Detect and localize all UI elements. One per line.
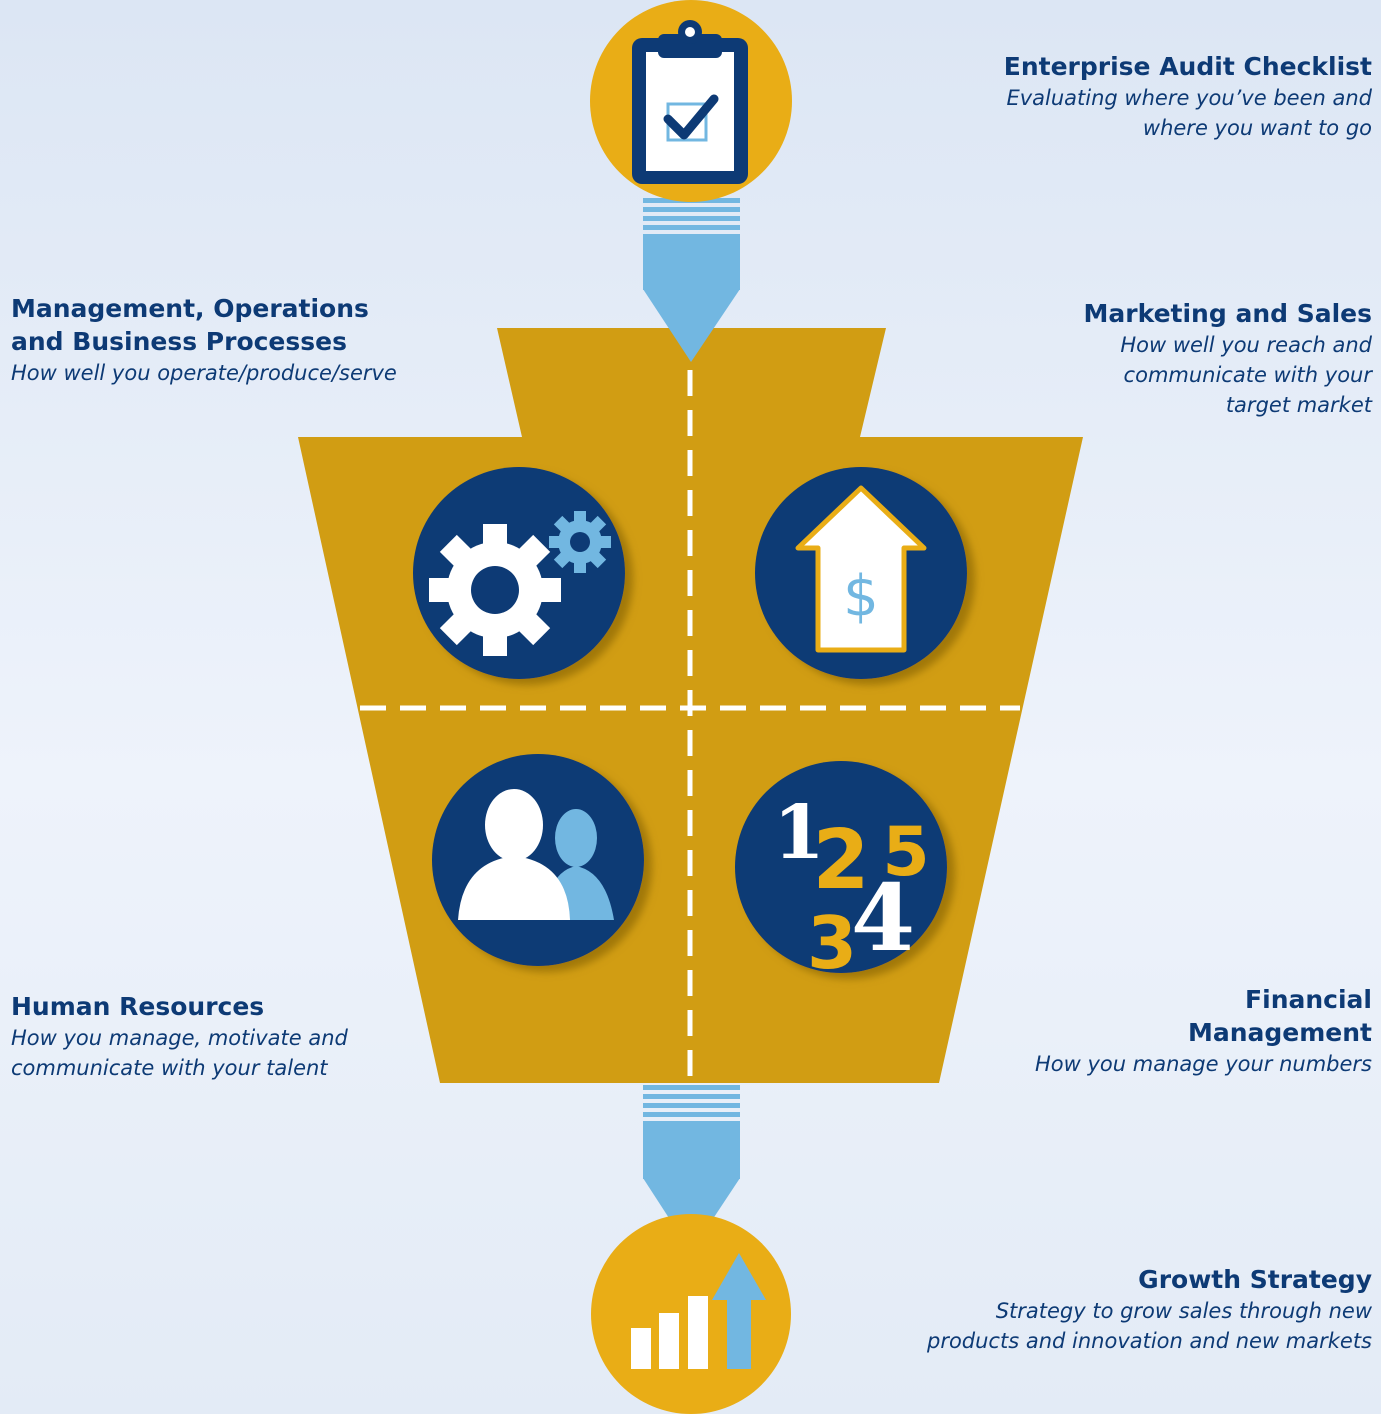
bottom-desc-line-2: products and innovation and new markets	[926, 1329, 1372, 1353]
marketing-label: Marketing and Sales How well you reach a…	[972, 297, 1372, 420]
finance-title-line-1: Financial	[1245, 985, 1372, 1014]
hr-title: Human Resources	[11, 992, 265, 1021]
marketing-desc-line-1: How well you reach and	[1120, 333, 1372, 357]
finance-label: Financial Management How you manage your…	[972, 983, 1372, 1079]
people-icon	[432, 754, 644, 966]
marketing-desc-line-3: target market	[1225, 393, 1372, 417]
top-desc-line-1: Evaluating where you’ve been and	[1006, 86, 1372, 110]
management-desc: How well you operate/produce/serve	[11, 361, 397, 385]
hr-desc-line-2: communicate with your talent	[11, 1056, 328, 1080]
numbers-icon-digit-5: 5	[882, 813, 929, 892]
management-label: Management, Operations and Business Proc…	[11, 292, 491, 388]
clipboard-check-icon	[590, 0, 792, 202]
marketing-desc-line-2: communicate with your	[1123, 363, 1372, 387]
hr-label: Human Resources How you manage, motivate…	[11, 990, 441, 1083]
numbers-icon-digit-1: 1	[773, 790, 825, 876]
bottom-desc-line-1: Strategy to grow sales through new	[995, 1299, 1372, 1323]
marketing-title: Marketing and Sales	[1083, 299, 1372, 328]
dollar-arrow-icon: $	[755, 467, 967, 679]
management-title-line-2: and Business Processes	[11, 327, 347, 356]
svg-text:$: $	[843, 564, 879, 629]
management-title-line-1: Management, Operations	[11, 294, 369, 323]
gears-icon	[413, 467, 625, 679]
hr-desc-line-1: How you manage, motivate and	[11, 1026, 348, 1050]
bottom-label: Growth Strategy Strategy to grow sales t…	[832, 1263, 1372, 1356]
numbers-icon-digit-2: 2	[812, 813, 869, 908]
numbers-icon: 1 2 5 3 4	[735, 761, 947, 985]
growth-chart-icon	[591, 1214, 791, 1414]
finance-title-line-2: Management	[1187, 1018, 1372, 1047]
bottom-title: Growth Strategy	[1138, 1265, 1372, 1294]
finance-desc: How you manage your numbers	[1035, 1052, 1372, 1076]
top-desc-line-2: where you want to go	[1142, 116, 1372, 140]
top-label: Enterprise Audit Checklist Evaluating wh…	[852, 50, 1372, 143]
top-title: Enterprise Audit Checklist	[1003, 52, 1372, 81]
numbers-icon-digit-4: 4	[851, 864, 915, 972]
numbers-icon-digit-3: 3	[807, 901, 857, 985]
